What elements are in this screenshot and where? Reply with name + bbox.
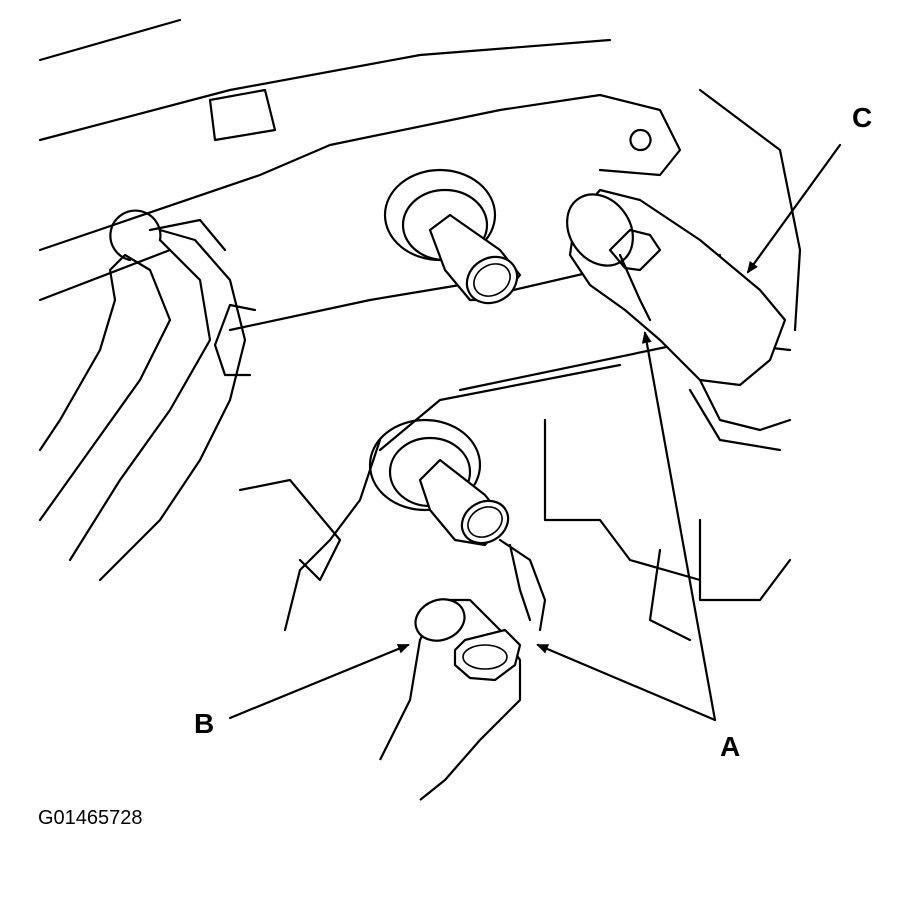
sensor-wire <box>238 438 382 632</box>
callout-arrows <box>228 143 842 722</box>
lower-pipe-outlet <box>368 418 547 632</box>
upper-pipe-outlet <box>383 168 522 305</box>
arrow-a-lower <box>536 643 717 722</box>
lower-hose-b <box>379 598 522 801</box>
arrow-a-upper <box>641 331 717 722</box>
figure-id: G01465728 <box>38 807 143 829</box>
upper-hose-c <box>566 188 792 452</box>
label-b: B <box>194 708 215 739</box>
label-c: C <box>852 102 873 133</box>
arrow-b <box>228 643 410 720</box>
label-a: A <box>720 731 741 762</box>
left-bent-pipe <box>38 209 247 582</box>
arrow-c <box>746 143 842 274</box>
